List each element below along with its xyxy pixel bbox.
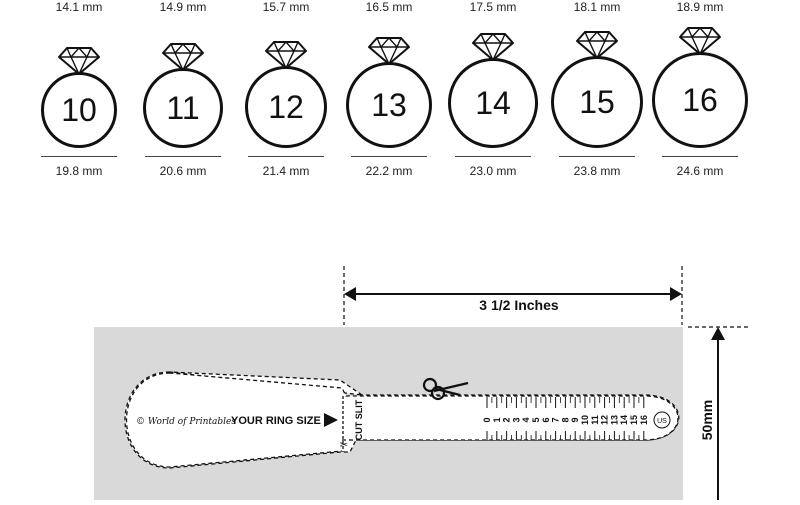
ring-size-number: 14 <box>475 84 511 121</box>
sizer-title: YOUR RING SIZE <box>231 415 321 427</box>
ring-circle: 11 <box>143 68 223 148</box>
scale-number: 13 <box>609 415 619 425</box>
outer-diameter-label: 20.6 mm <box>159 164 207 178</box>
ring-item: 18.1 mm 15 23.8 mm <box>545 0 649 180</box>
divider-line <box>662 156 738 157</box>
height-arrow-top <box>711 327 725 340</box>
scale-number: 14 <box>619 415 629 425</box>
ring-item: 15.7 mm 12 21.4 mm <box>234 0 338 180</box>
inner-diameter-label: 14.1 mm <box>55 0 103 14</box>
divider-line <box>455 156 531 157</box>
scale-number: 2 <box>502 417 512 422</box>
small-scissors-icon: ✂ <box>340 440 348 451</box>
inner-diameter-label: 14.9 mm <box>159 0 207 14</box>
brand-text: © World of Printables <box>136 417 236 427</box>
inner-diameter-label: 15.7 mm <box>262 0 310 14</box>
scale-number: 5 <box>531 417 541 422</box>
scale-number: 0 <box>482 417 492 422</box>
divider-line <box>145 156 221 157</box>
ring-size-number: 16 <box>682 81 718 118</box>
height-label: 50mm <box>699 400 715 440</box>
ring-circle: 10 <box>41 72 117 148</box>
ring-item: 17.5 mm 14 23.0 mm <box>441 0 545 180</box>
outer-diameter-label: 22.2 mm <box>365 164 413 178</box>
play-arrow-icon <box>324 413 338 427</box>
region-badge-text: US <box>657 418 667 425</box>
scale-number: 6 <box>541 417 551 422</box>
inner-diameter-label: 16.5 mm <box>365 0 413 14</box>
outer-diameter-label: 23.8 mm <box>573 164 621 178</box>
inner-diameter-label: 18.9 mm <box>676 0 724 14</box>
ring-circle: 13 <box>346 62 432 148</box>
divider-line <box>351 156 427 157</box>
scale-number: 10 <box>580 415 590 425</box>
scale-number: 8 <box>560 417 570 422</box>
diamond-icon <box>368 36 410 66</box>
diamond-icon <box>265 40 307 70</box>
cut-slit-label: CUT SLIT <box>354 399 364 440</box>
scale-number: 1 <box>492 417 502 422</box>
outer-diameter-label: 21.4 mm <box>262 164 310 178</box>
ring-item: 14.9 mm 11 20.6 mm <box>131 0 235 180</box>
scale-number: 11 <box>590 415 600 425</box>
divider-line <box>41 156 117 157</box>
width-arrow-left <box>344 287 356 301</box>
scale-number: 7 <box>551 417 561 422</box>
region-badge-circle <box>653 411 671 429</box>
inner-diameter-label: 18.1 mm <box>573 0 621 14</box>
divider-line <box>248 156 324 157</box>
scale-number: 12 <box>600 415 610 425</box>
outer-diameter-label: 19.8 mm <box>55 164 103 178</box>
ring-circle: 12 <box>245 66 327 148</box>
ring-size-number: 13 <box>371 86 407 123</box>
scale-number: 4 <box>521 417 531 422</box>
ring-item: 16.5 mm 13 22.2 mm <box>337 0 441 180</box>
ring-item: 14.1 mm 10 19.8 mm <box>27 0 131 180</box>
scale-number: 9 <box>570 417 580 422</box>
outer-diameter-label: 24.6 mm <box>676 164 724 178</box>
divider-line <box>559 156 635 157</box>
ring-item: 18.9 mm 16 24.6 mm <box>648 0 752 180</box>
ring-circle: 15 <box>551 56 643 148</box>
sizer-outline-dashed <box>126 372 679 468</box>
scissors-icon <box>422 377 469 401</box>
ring-size-number: 12 <box>268 88 304 125</box>
width-label: 3 1/2 Inches <box>479 297 559 313</box>
width-arrow-right <box>670 287 682 301</box>
inner-diameter-label: 17.5 mm <box>469 0 517 14</box>
ring-size-number: 15 <box>579 83 615 120</box>
outer-diameter-label: 23.0 mm <box>469 164 517 178</box>
scale-number: 3 <box>511 417 521 422</box>
ring-size-number: 11 <box>166 89 200 126</box>
ring-circle: 14 <box>448 58 538 148</box>
sizer-fill <box>126 373 678 467</box>
scale-number: 16 <box>639 415 649 425</box>
diamond-icon <box>576 30 618 60</box>
scale-number: 15 <box>629 415 639 425</box>
diamond-icon <box>162 42 204 72</box>
ring-circle: 16 <box>652 52 748 148</box>
ring-size-number: 10 <box>61 91 97 128</box>
